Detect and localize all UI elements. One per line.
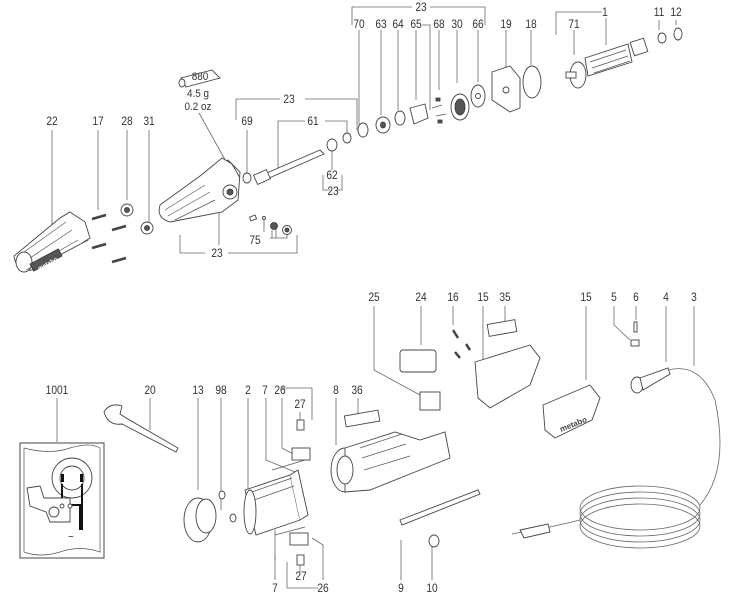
label-part-9: 9 [398, 581, 404, 595]
label-part-7-lower: 7 [272, 581, 278, 595]
label-part-6: 6 [633, 290, 639, 304]
grease-weight-ounces: 0.2 oz [184, 101, 212, 113]
part-10-button [428, 534, 440, 548]
label-part-26-upper: 26 [274, 383, 286, 397]
label-part-64: 64 [392, 17, 404, 31]
part-26-brush-holder [291, 447, 311, 461]
label-part-8: 8 [333, 383, 339, 397]
label-part-26-lower: 26 [317, 581, 329, 595]
part-27-brush [296, 419, 305, 431]
part-880-grease-tube [178, 69, 221, 88]
grease-weight-grams: 4.5 g [186, 88, 210, 100]
label-part-11: 11 [653, 5, 665, 19]
part-13-cap [183, 497, 217, 543]
label-part-880: 880 [191, 71, 209, 83]
label-part-66: 66 [472, 17, 484, 31]
part-17-screws [91, 213, 127, 264]
label-part-68: 68 [433, 17, 445, 31]
part-7-wire [271, 459, 306, 471]
part-70-ring [357, 122, 369, 138]
label-part-36: 36 [351, 383, 363, 397]
label-part-7-upper: 7 [262, 383, 268, 397]
label-part-65: 65 [410, 17, 422, 31]
top-assembly-parts: metabo [13, 27, 683, 273]
label-part-20: 20 [144, 383, 156, 397]
part-35-label [486, 319, 518, 337]
label-part-25: 25 [368, 290, 380, 304]
label-part-27-lower: 27 [295, 569, 307, 583]
part-1-armature [565, 37, 649, 89]
label-part-71: 71 [568, 17, 580, 31]
part-64-ring [394, 110, 406, 126]
part-8-motor-housing [330, 431, 451, 493]
leader-lines-bottom [56, 306, 695, 589]
label-part-3: 3 [691, 290, 697, 304]
label-part-70: 70 [353, 17, 365, 31]
part-69-washer [242, 172, 252, 184]
label-part-98: 98 [215, 383, 227, 397]
part-61-spindle [252, 149, 325, 186]
label-part-63: 63 [375, 17, 387, 31]
leader-lines-top [51, 6, 677, 254]
label-part-35: 35 [499, 290, 511, 304]
label-part-10: 10 [426, 581, 438, 595]
label-part-2: 2 [245, 383, 251, 397]
label-part-13: 13 [192, 383, 204, 397]
gear-head-housing [158, 157, 241, 223]
label-part-23-middle: 23 [283, 92, 295, 106]
label-part-75: 75 [249, 233, 261, 247]
part-5-clamp [630, 339, 640, 347]
part-36-label [343, 409, 381, 428]
part-20-spanner [103, 404, 179, 453]
part-11-bearing [657, 32, 667, 44]
part-15-cover: metabo [542, 384, 601, 439]
part-24-switch-housing [399, 349, 437, 373]
label-part-28: 28 [121, 114, 133, 128]
label-part-61: 61 [307, 114, 319, 128]
part-61-sleeve [342, 132, 352, 144]
part-16-screws [451, 329, 460, 339]
label-part-12: 12 [670, 5, 682, 19]
part-12-bearing [673, 27, 683, 41]
part-65-bushing [409, 103, 429, 125]
label-part-24: 24 [415, 290, 427, 304]
part-98-washer [218, 490, 226, 500]
part-15-housing-half [474, 344, 541, 409]
part-3-power-cord [511, 367, 721, 549]
label-part-23-sub62: 23 [327, 184, 339, 198]
label-part-15-cover: 15 [580, 290, 592, 304]
label-part-18: 18 [525, 17, 537, 31]
label-part-15-housing: 15 [477, 290, 489, 304]
label-part-69: 69 [241, 114, 253, 128]
label-part-16: 16 [447, 290, 459, 304]
bottom-assembly-parts: ~ [19, 319, 721, 566]
label-part-27-upper: 27 [294, 397, 306, 411]
part-25-switch [419, 391, 441, 411]
wiring-ac-symbol: ~ [68, 532, 74, 543]
label-part-23-group: 23 [415, 0, 427, 14]
part-9-switch-rod [399, 489, 481, 526]
label-part-22: 22 [46, 114, 58, 128]
label-part-1001: 1001 [45, 383, 69, 397]
label-part-1: 1 [602, 5, 608, 19]
label-part-31: 31 [143, 114, 155, 128]
part-75-pin [248, 214, 258, 222]
label-part-19: 19 [500, 17, 512, 31]
part-68-pins [435, 97, 441, 102]
part-6-screw [633, 321, 638, 333]
label-part-23-bottom: 23 [211, 246, 223, 260]
label-part-17: 17 [92, 114, 104, 128]
label-part-5: 5 [611, 290, 617, 304]
part-1001-wiring-diagram: ~ [19, 442, 105, 559]
part-18-o-ring [522, 65, 542, 99]
label-part-4: 4 [663, 290, 669, 304]
label-part-62: 62 [326, 168, 338, 182]
part-22-nose-cap: metabo [13, 211, 91, 273]
part-62-bearing [326, 138, 338, 152]
part-2-stator [243, 469, 309, 536]
label-part-30: 30 [451, 17, 463, 31]
